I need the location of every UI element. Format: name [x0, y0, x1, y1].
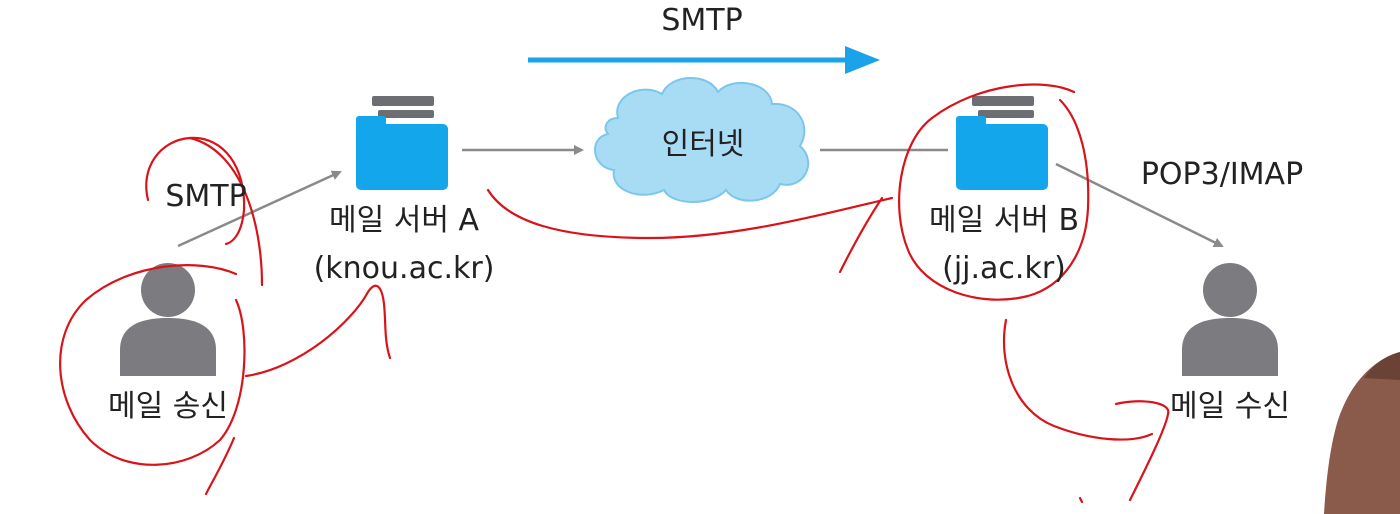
presenter-silhouette [1324, 352, 1400, 514]
server-a-domain: (knou.ac.kr) [313, 251, 495, 286]
folder-server-icon [956, 96, 1048, 190]
server-b-domain: (jj.ac.kr) [942, 251, 1066, 286]
internet-label: 인터넷 [661, 127, 745, 162]
sender-label: 메일 송신 [108, 389, 228, 424]
top-protocol-label: SMTP [661, 3, 743, 38]
smtp-direction-arrow [528, 46, 880, 74]
sender-to-server-a-arrow [177, 170, 342, 248]
folder-server-icon [356, 96, 448, 190]
cloud-icon [594, 77, 810, 203]
person-icon [120, 263, 216, 376]
handwritten-annotations [59, 83, 1170, 504]
server-a-name: 메일 서버 A [329, 203, 479, 238]
receiver-protocol-label: POP3/IMAP [1140, 157, 1304, 192]
server-b-to-receiver-arrow [1055, 162, 1224, 248]
receiver-label: 메일 수신 [1170, 389, 1290, 424]
sender-protocol-label: SMTP [165, 179, 247, 214]
person-icon [1182, 263, 1278, 376]
server-b-name: 메일 서버 B [928, 203, 1080, 238]
